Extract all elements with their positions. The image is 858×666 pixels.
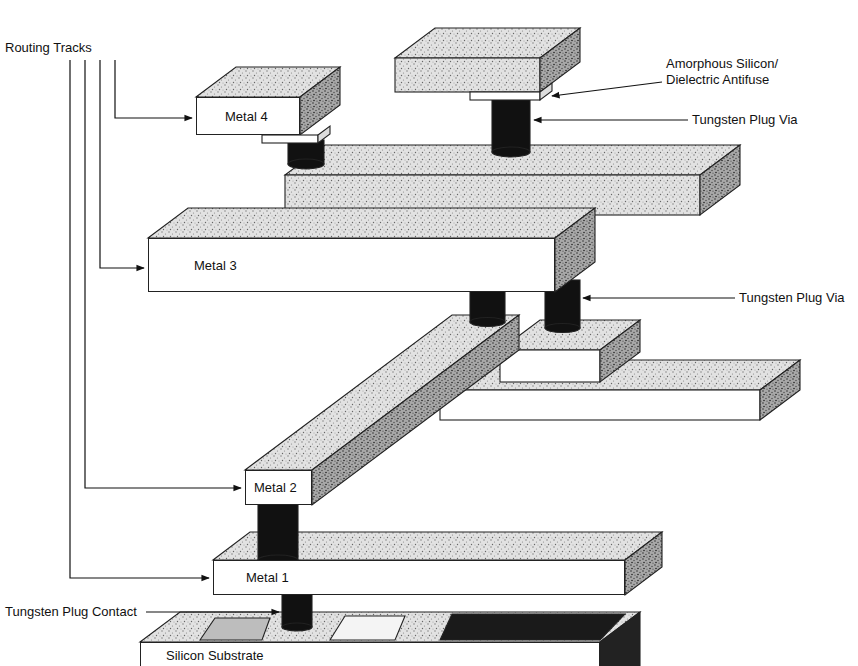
track-label: Silicon Substrate <box>166 648 264 663</box>
metal-track: Metal 2 <box>245 470 312 505</box>
callout-label: Tungsten Plug Contact <box>5 604 137 620</box>
callout-label: Amorphous Silicon/ Dielectric Antifuse <box>666 56 806 89</box>
track-label: Metal 1 <box>246 570 289 585</box>
track-label: Metal 2 <box>254 480 297 495</box>
substrate-block: Silicon Substrate <box>140 642 600 666</box>
callout-label: Routing Tracks <box>5 40 92 56</box>
metal-track: Metal 1 <box>213 560 625 595</box>
callout-label: Tungsten Plug Via <box>692 112 798 128</box>
metal-track: Metal 4 <box>196 97 300 135</box>
track-label: Metal 3 <box>194 258 237 273</box>
track-label: Metal 4 <box>225 109 268 124</box>
callout-label: Tungsten Plug Via <box>739 290 845 306</box>
metal-track: Metal 3 <box>148 238 555 292</box>
